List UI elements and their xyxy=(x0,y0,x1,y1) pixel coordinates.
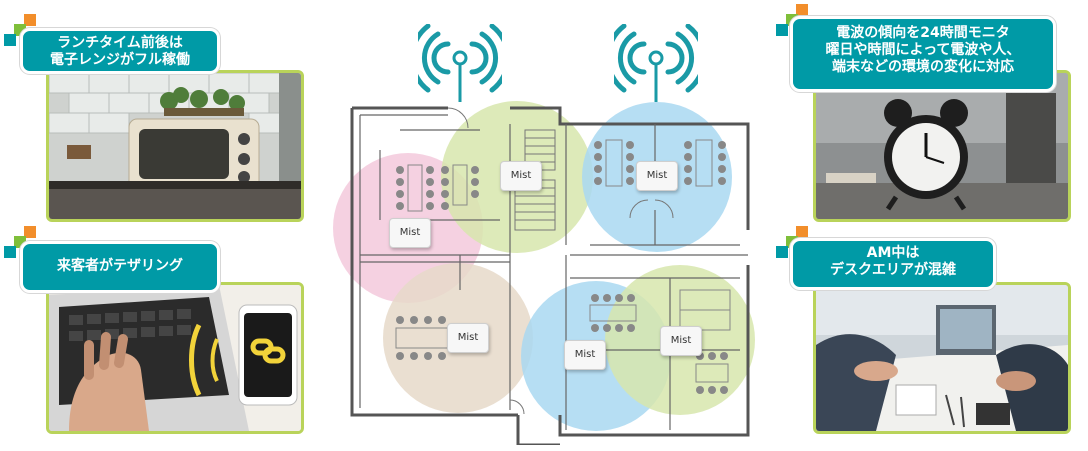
access-point-green-top: Mist xyxy=(500,161,542,191)
deco-square-icon xyxy=(24,14,36,26)
deco-square-icon xyxy=(796,4,808,16)
access-point-beige: Mist xyxy=(447,323,489,353)
laptop-phone-photo xyxy=(46,282,304,434)
access-point-blue-top: Mist xyxy=(636,161,678,191)
deco-square-icon xyxy=(4,34,16,46)
deco-square-icon xyxy=(796,226,808,238)
callout-line: ランチタイム前後は xyxy=(57,35,183,51)
microwave-photo xyxy=(46,70,304,222)
meeting-callout: AM中は デスクエリアが混雑 xyxy=(790,238,996,290)
deco-square-icon xyxy=(776,246,788,258)
deco-square-icon xyxy=(4,246,16,258)
callout-line: デスクエリアが混雑 xyxy=(830,262,956,279)
deco-square-icon xyxy=(24,226,36,238)
callout-line: 来客者がテザリング xyxy=(57,258,183,274)
wifi-signal-icon xyxy=(418,24,502,102)
deco-square-icon xyxy=(776,24,788,36)
visitor-callout: 来客者がテザリング xyxy=(20,241,220,293)
callout-line: 曜日や時間によって電波や人、 xyxy=(825,42,1021,59)
access-point-green-bottom: Mist xyxy=(660,326,702,356)
alarm-clock-photo xyxy=(813,70,1071,222)
callout-line: 端末などの環境の変化に対応 xyxy=(832,59,1014,76)
wifi-signal-icon xyxy=(614,24,698,102)
microwave-callout: ランチタイム前後は 電子レンジがフル稼働 xyxy=(20,28,220,74)
monitoring-callout: 電波の傾向を24時間モニタ 曜日や時間によって電波や人、 端末などの環境の変化に… xyxy=(790,16,1056,92)
callout-line: 電波の傾向を24時間モニタ xyxy=(836,25,1010,41)
meeting-photo xyxy=(813,282,1071,434)
callout-line: 電子レンジがフル稼働 xyxy=(50,52,190,69)
access-point-blue-bottom: Mist xyxy=(564,340,606,370)
access-point-pink: Mist xyxy=(389,218,431,248)
callout-line: AM中は xyxy=(866,245,920,261)
